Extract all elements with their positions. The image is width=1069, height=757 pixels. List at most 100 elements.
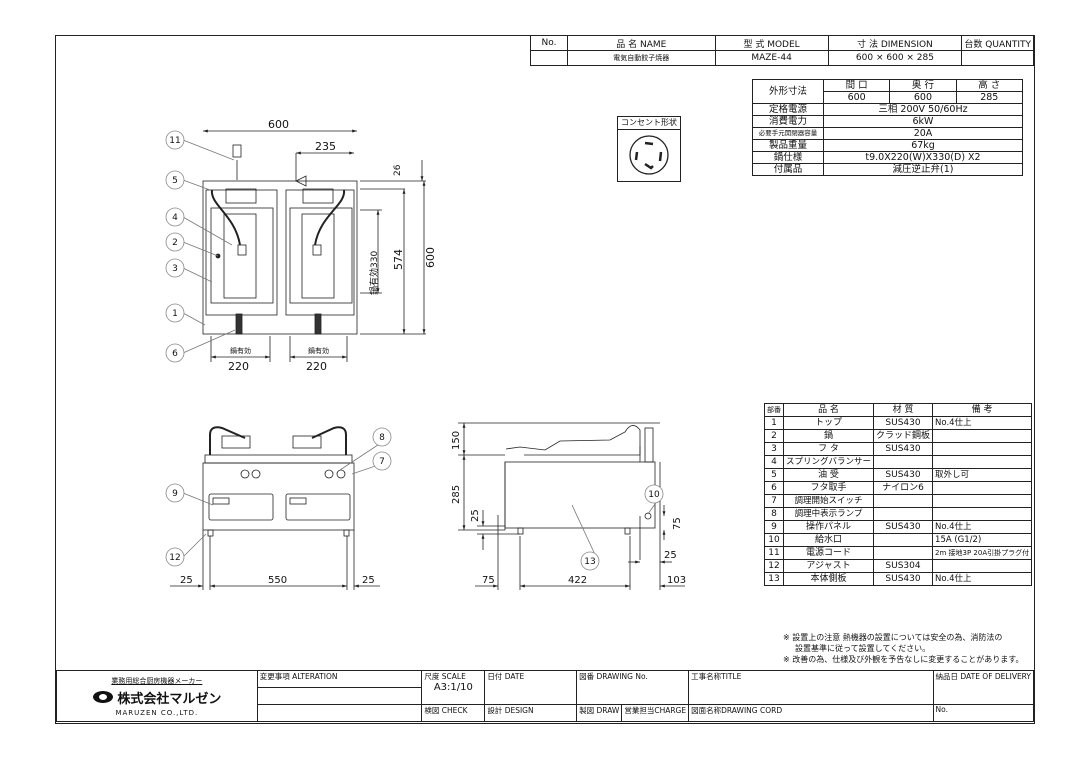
design-label: 設計 DESIGN [484, 704, 578, 722]
dim-depth-574: 574 [392, 249, 405, 270]
part-material: SUS430 [873, 572, 934, 586]
part-number: 9 [764, 520, 784, 534]
callout-circle [165, 258, 185, 278]
part-remarks: 15A (G1/2) [932, 533, 1033, 547]
callout-9: 9 [165, 483, 214, 506]
callout-leader-line [571, 504, 599, 562]
callout-circle [644, 484, 664, 504]
part-remarks: 2m 接地3P 20A引掛プラグ付 [932, 546, 1033, 560]
maruzen-logo-icon [93, 691, 114, 703]
callout-circle [165, 170, 185, 190]
part-number: 1 [764, 416, 784, 430]
dim-side-25h: 25 [664, 550, 677, 561]
spec-label: 定格電源 [752, 103, 824, 116]
callout-circle [165, 207, 185, 227]
part-name: トップ [782, 416, 875, 430]
part-name: 油 受 [782, 468, 875, 482]
callout-number: 9 [172, 489, 178, 499]
callout-3: 3 [165, 258, 213, 283]
dim-pan-width: 220 [306, 360, 327, 373]
part-remarks [932, 429, 1033, 443]
part-name: 本体側板 [782, 572, 875, 586]
top-view [202, 129, 426, 362]
drawing-cord-label: 図面名称DRAWING CORD [688, 704, 934, 722]
callout-number: 4 [172, 213, 178, 223]
part-remarks [932, 481, 1033, 495]
dim-side-103: 103 [667, 575, 686, 586]
part-name: 給水口 [782, 533, 875, 547]
spec-height-label: 高 さ [955, 79, 1024, 92]
part-remarks: No.4仕上 [932, 572, 1033, 586]
part-remarks [932, 559, 1033, 573]
dim-pan-label: 鍋有効 [308, 346, 329, 355]
dim-front-right: 25 [362, 575, 375, 586]
part-remarks [932, 442, 1033, 456]
part-material: クラッド鋼板 [873, 429, 934, 443]
frame-top-line [55, 35, 530, 36]
check-label: 検図 CHECK [421, 704, 486, 722]
callout-6: 6 [165, 329, 236, 363]
part-remarks [932, 455, 1033, 469]
company-en: MARUZEN CO.,LTD. [115, 708, 199, 717]
callout-leader-line [182, 139, 235, 161]
spec-value: 6kW [823, 115, 1023, 128]
spec-depth: 600 [889, 91, 957, 104]
note-line: ※ 改善の為、仕様及び外観を予告なしに変更することがあります。 [783, 655, 1024, 664]
spec-label: 製品重量 [752, 139, 824, 152]
spec-outer-dim-label: 外形寸法 [752, 79, 824, 104]
spec-label: 消費電力 [752, 115, 824, 128]
dim-top-gap: 26 [393, 164, 403, 176]
spec-table: 外形寸法 間 口 奥 行 高 さ 600 600 285 定格電源三相 200V… [752, 79, 1024, 176]
part-number: 13 [764, 572, 784, 586]
row-dimension: 600 × 600 × 285 [827, 50, 963, 66]
callout-number: 2 [172, 238, 178, 248]
dim-side-150: 150 [451, 431, 462, 450]
maker-tagline: 業務用総合厨房機器メーカー [111, 676, 203, 685]
parts-header: 材 質 [873, 403, 934, 417]
callout-number: 3 [172, 264, 178, 274]
spec-value: 67kg [823, 139, 1023, 152]
callout-number: 12 [169, 553, 180, 563]
callout-leader-line [182, 312, 206, 326]
parts-header: 品 名 [782, 403, 875, 417]
part-name: 調理中表示ランプ [782, 507, 875, 521]
spec-width-label: 間 口 [822, 79, 891, 92]
draw-label: 製図 DRAW [576, 704, 623, 722]
callout-number: 8 [379, 433, 385, 443]
part-number: 6 [764, 481, 784, 495]
front-view [170, 426, 380, 590]
spec-depth-label: 奥 行 [889, 79, 957, 92]
callout-5: 5 [165, 170, 211, 191]
dim-side-75: 75 [482, 575, 495, 586]
delivery-label: 納品日 DATE OF DELIVERY [932, 670, 1035, 705]
dim-front-left: 25 [180, 575, 193, 586]
dim-pan-label: 鍋有効 [230, 346, 251, 355]
callout-circle [372, 427, 392, 447]
dim-side-285: 285 [451, 485, 462, 504]
callout-10: 10 [644, 484, 664, 515]
dim-pan-width: 220 [228, 360, 249, 373]
callout-number: 10 [648, 490, 660, 500]
spec-label: 鍋仕様 [752, 151, 824, 164]
spec-label: 付属品 [752, 163, 824, 176]
callout-2: 2 [165, 232, 219, 257]
part-number: 12 [764, 559, 784, 573]
callout-1: 1 [165, 303, 206, 326]
company-jp: 株式会社マルゼン [117, 691, 222, 707]
spec-width: 600 [822, 91, 891, 104]
note-line: ※ 設置上の注意 熱機器の設置については安全の為、消防法の [783, 633, 1003, 642]
callout-number: 5 [172, 176, 178, 186]
callout-13: 13 [571, 504, 600, 571]
title-label: 工事名称TITLE [688, 670, 934, 705]
part-remarks: No.4仕上 [932, 416, 1033, 430]
outlet-box: コンセント形状 [617, 116, 681, 182]
dim-depth-600: 600 [424, 247, 437, 268]
